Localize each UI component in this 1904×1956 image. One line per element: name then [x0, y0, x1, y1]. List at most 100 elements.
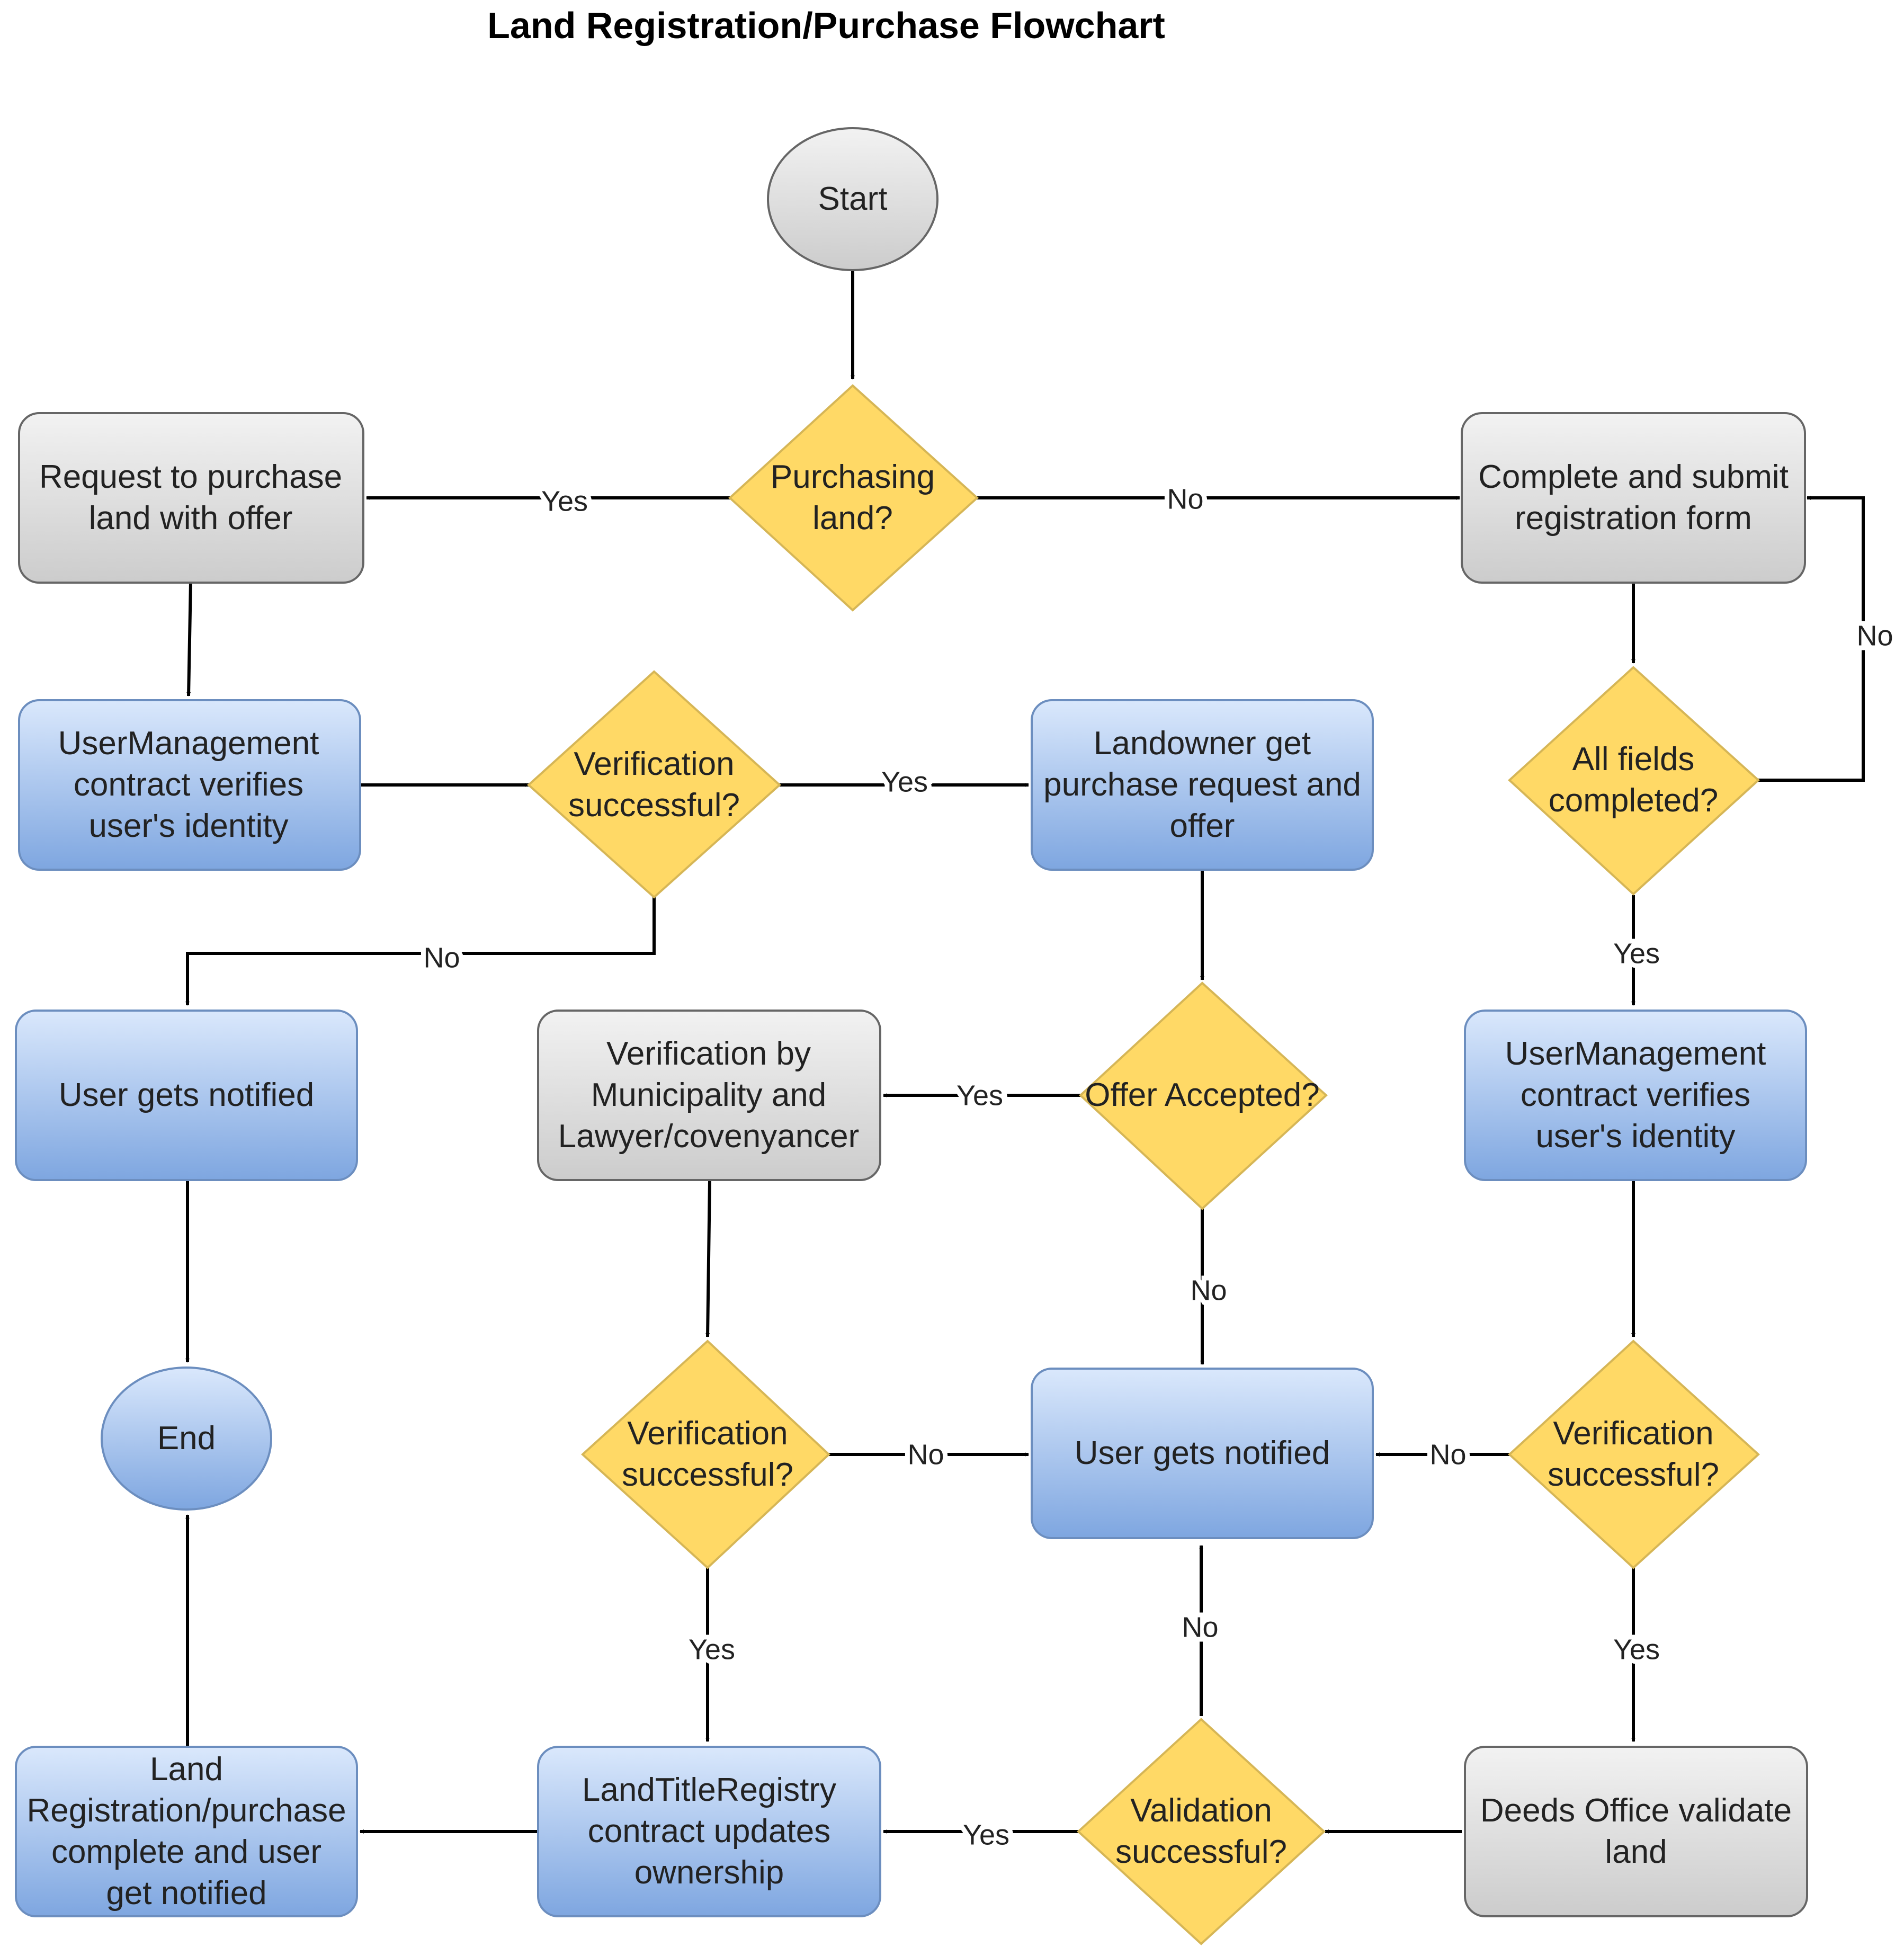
- complete-notified-box: [15, 1746, 358, 1917]
- edge-label: No: [907, 1439, 944, 1470]
- node-label-line: User gets notified: [59, 1077, 314, 1113]
- validation-label: Validation successful?: [1115, 1792, 1287, 1870]
- usermgmt-right-box: [1464, 1010, 1807, 1181]
- node-label-line: user's identity: [88, 808, 288, 844]
- node-label-line: registration form: [1515, 500, 1752, 537]
- edges: [185, 271, 1865, 1834]
- edge-label: Yes: [689, 1633, 735, 1665]
- edge-municipality-to-verify: [705, 1181, 711, 1337]
- page-title: Land Registration/Purchase Flowchart: [487, 5, 1165, 46]
- node-label-line: contract verifies: [74, 766, 303, 803]
- end-label: End: [157, 1420, 216, 1457]
- edge-label: Yes: [541, 485, 588, 517]
- node-label-line: Request to purchase: [39, 459, 342, 495]
- node-label-line: LandTitleRegistry: [582, 1772, 836, 1808]
- edge-labels: Yes No No Yes No Yes Yes No No No Yes Ye…: [418, 478, 1898, 1855]
- offer-accepted-decision: [1079, 981, 1328, 1210]
- landowner-box: [1031, 699, 1374, 871]
- node-label-line: completed?: [1549, 782, 1719, 819]
- node-label-line: Registration/purchase: [26, 1792, 346, 1829]
- node-label-line: land with offer: [89, 500, 293, 537]
- edge-label: Yes: [963, 1819, 1009, 1851]
- node-label-line: complete and user: [51, 1834, 321, 1870]
- deeds-label: Deeds Office validate land: [1480, 1792, 1792, 1870]
- edge-label: No: [1182, 1611, 1218, 1643]
- node-label-line: Verification: [627, 1415, 788, 1452]
- start-node: [767, 127, 938, 271]
- node-label-line: successful?: [568, 787, 740, 824]
- start-label: Start: [818, 181, 888, 217]
- landtitle-label: LandTitleRegistry contract updates ownersh…: [582, 1772, 836, 1891]
- node-label-line: successful?: [1115, 1834, 1287, 1870]
- node-label-line: Complete and submit: [1478, 459, 1789, 495]
- node-label-line: Verification by: [606, 1035, 811, 1072]
- edge-label: Yes: [881, 766, 928, 798]
- node-label-line: ownership: [634, 1854, 784, 1891]
- node-label-line: land?: [812, 500, 893, 537]
- edge-label: Yes: [1613, 937, 1660, 969]
- notified-center-box: [1031, 1368, 1374, 1539]
- edge-label: Yes: [1613, 1633, 1660, 1665]
- purchasing-label: Purchasing land?: [771, 459, 935, 537]
- notified-left-label: User gets notified: [59, 1077, 314, 1113]
- node-label-line: contract updates: [588, 1813, 830, 1850]
- node-label-line: Deeds Office validate: [1480, 1792, 1792, 1829]
- deeds-box: [1464, 1746, 1808, 1917]
- edge-label: No: [423, 942, 460, 973]
- node-label-line: Verification: [1553, 1415, 1713, 1452]
- node-label-line: contract verifies: [1521, 1077, 1750, 1113]
- usermgmt-left-box: [18, 699, 361, 871]
- edge-label: No: [1856, 620, 1893, 651]
- node-label-line: Lawyer/covenyancer: [558, 1118, 860, 1155]
- purchasing-decision: [728, 384, 979, 612]
- verify-mid-decision: [581, 1339, 830, 1569]
- request-purchase-box: [18, 412, 364, 584]
- node-label-line: Landowner get: [1094, 725, 1311, 762]
- verify-left-decision: [527, 670, 781, 899]
- verify-right-decision: [1508, 1339, 1760, 1569]
- complete-form-box: [1461, 412, 1806, 584]
- landowner-label: Landowner get purchase request and offer: [1043, 725, 1361, 844]
- node-label-line: land: [1605, 1834, 1667, 1870]
- node-label-line: Start: [818, 181, 888, 217]
- verify-left-label: Verification successful?: [568, 746, 740, 824]
- node-label-line: Verification: [574, 746, 734, 782]
- landtitle-box: [537, 1746, 881, 1917]
- edge-fields-no: [1758, 496, 1865, 782]
- edge-label: No: [1429, 1439, 1466, 1470]
- request-purchase-label: Request to purchase land with offer: [39, 459, 342, 537]
- nodes: Start Purchasing land? Request to purchas…: [15, 127, 1808, 1945]
- complete-form-label: Complete and submit registration form: [1478, 459, 1789, 537]
- offer-accepted-label: Offer Accepted?: [1085, 1077, 1319, 1113]
- usermgmt-left-label: UserManagement contract verifies user's id…: [58, 725, 319, 844]
- node-label-line: Land: [150, 1751, 223, 1788]
- usermgmt-right-label: UserManagement contract verifies user's id…: [1505, 1035, 1766, 1155]
- edge-label: No: [1167, 483, 1203, 515]
- node-label-line: Purchasing: [771, 459, 935, 495]
- edge-request-to-usermgmt: [186, 582, 192, 696]
- node-label-line: User gets notified: [1075, 1435, 1330, 1471]
- node-label-line: UserManagement: [58, 725, 319, 762]
- node-label-line: successful?: [622, 1457, 793, 1493]
- node-label-line: successful?: [1548, 1457, 1719, 1493]
- node-label-line: Municipality and: [591, 1077, 827, 1113]
- end-node: [101, 1366, 272, 1511]
- notified-center-label: User gets notified: [1075, 1435, 1330, 1471]
- node-label-line: user's identity: [1535, 1118, 1735, 1155]
- verify-mid-label: Verification successful?: [622, 1415, 793, 1493]
- node-label-line: get notified: [106, 1875, 266, 1912]
- edge-label: No: [1190, 1274, 1227, 1306]
- edge-label: Yes: [957, 1079, 1003, 1111]
- verify-municipality-box: [537, 1010, 881, 1181]
- node-label-line: Validation: [1130, 1792, 1272, 1829]
- node-label-line: offer: [1170, 808, 1235, 844]
- node-label-line: purchase request and: [1043, 766, 1361, 803]
- all-fields-decision: [1508, 666, 1760, 896]
- node-label-line: Offer Accepted?: [1085, 1077, 1319, 1113]
- verify-right-label: Verification successful?: [1548, 1415, 1719, 1493]
- node-label-line: UserManagement: [1505, 1035, 1766, 1072]
- node-label-line: End: [157, 1420, 216, 1457]
